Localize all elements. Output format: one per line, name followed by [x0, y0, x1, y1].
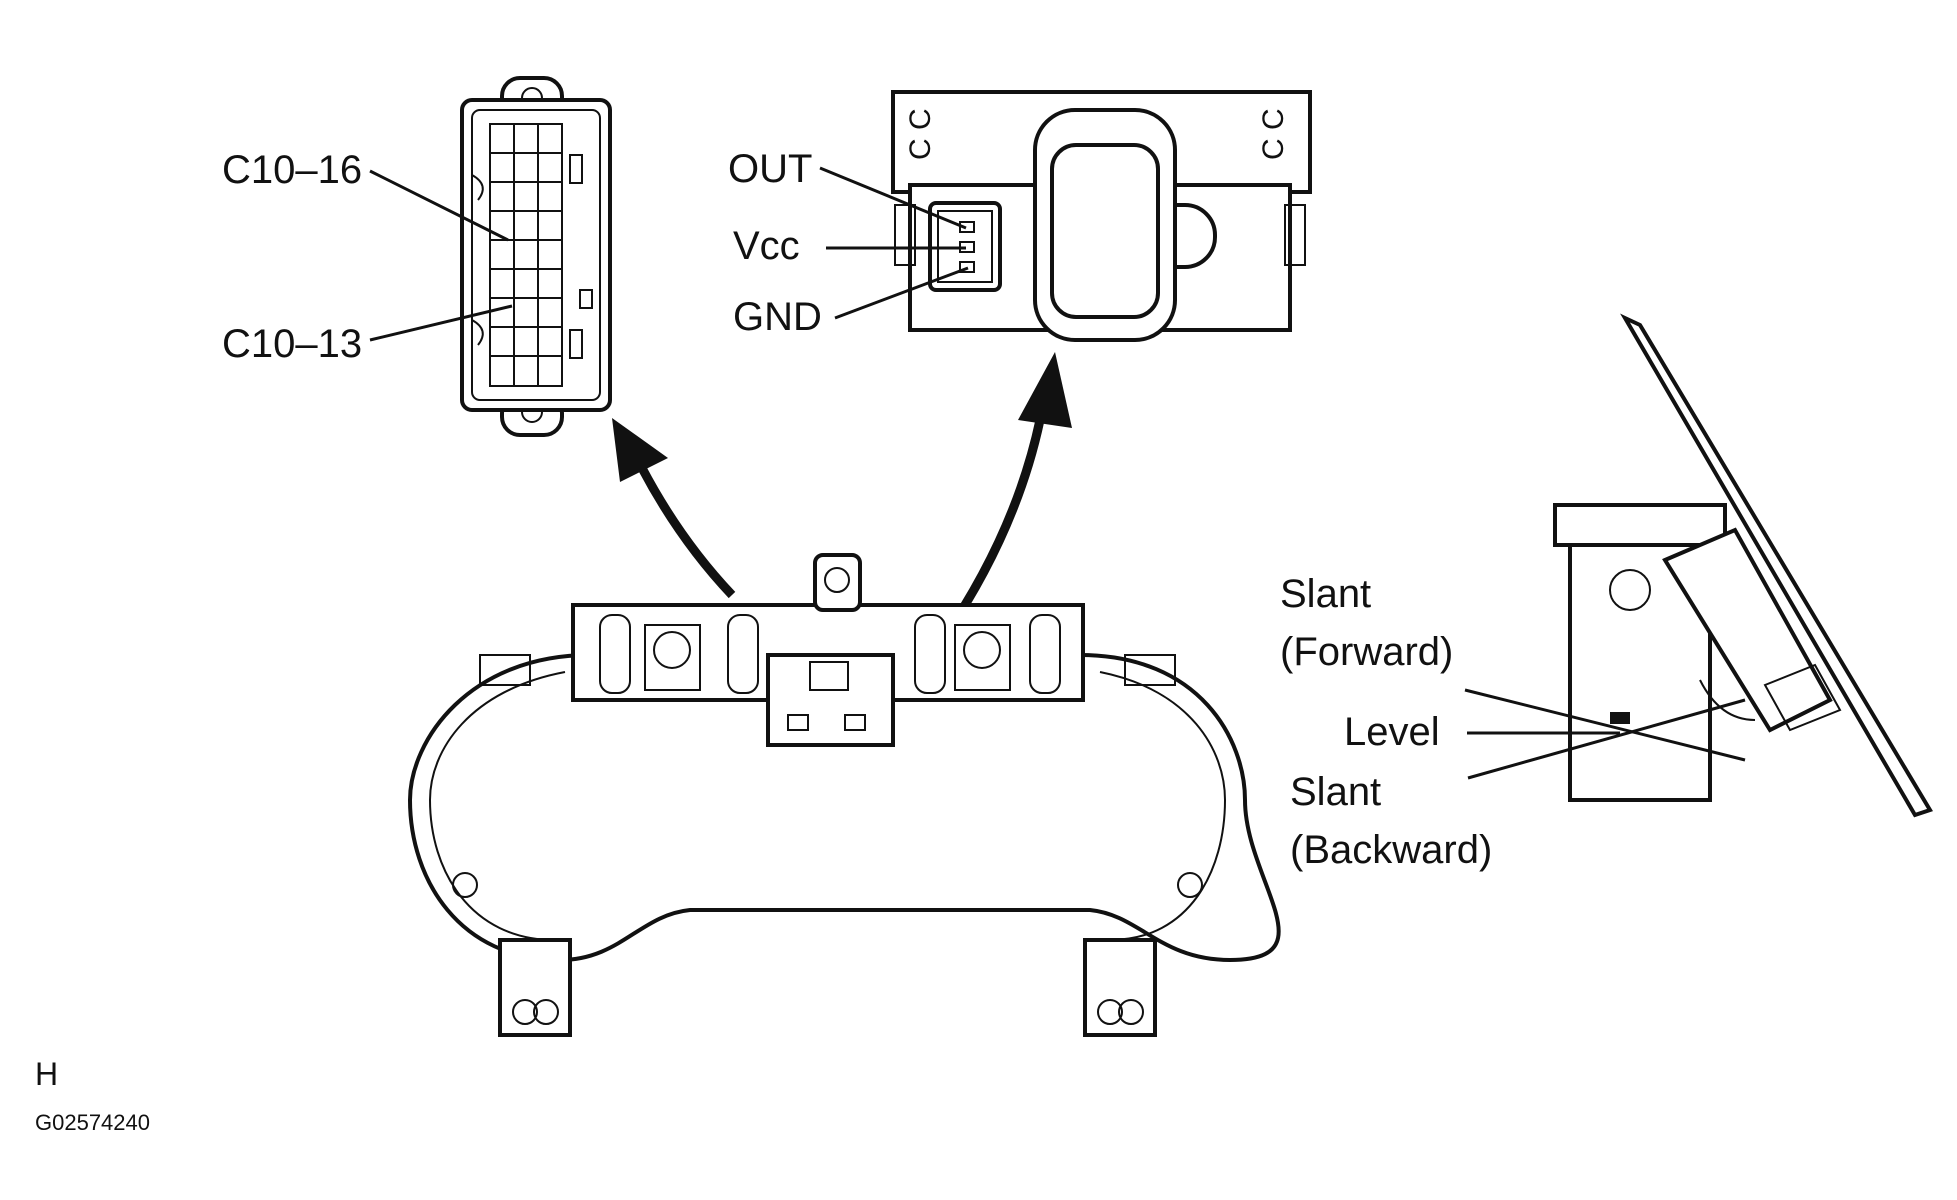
slant-backward-line	[1467, 698, 1746, 780]
pin-c10-16-leader	[369, 169, 509, 242]
slant-backward-label-line2: (Backward)	[1290, 828, 1492, 872]
section-letter: H	[35, 1056, 58, 1092]
svg-text:C C: C C	[904, 108, 937, 160]
slant-side-view	[1553, 313, 1933, 818]
pin-c10-13-leader	[369, 304, 513, 342]
combination-meter-connector	[460, 76, 612, 437]
slant-forward-label-line2: (Forward)	[1280, 630, 1453, 674]
slant-forward-label-line1: Slant	[1280, 572, 1371, 616]
out-terminal-leader	[819, 166, 967, 230]
slant-forward-line	[1464, 688, 1746, 762]
figure-id: G02574240	[35, 1110, 150, 1135]
gnd-terminal-label: GND	[733, 295, 822, 339]
out-terminal-label: OUT	[728, 147, 812, 191]
slant-backward-label-line1: Slant	[1290, 770, 1381, 814]
connector-locator-arrow	[612, 418, 736, 599]
vcc-terminal-label: Vcc	[733, 224, 800, 268]
combination-meter	[407, 553, 1281, 1037]
svg-text:C C: C C	[1257, 108, 1290, 160]
slant-sensor: C C C C	[891, 90, 1312, 342]
pin-c10-16-label: C10–16	[222, 148, 362, 192]
gnd-terminal-leader	[834, 266, 969, 320]
level-label: Level	[1344, 710, 1440, 754]
pin-c10-13-label: C10–13	[222, 322, 362, 366]
